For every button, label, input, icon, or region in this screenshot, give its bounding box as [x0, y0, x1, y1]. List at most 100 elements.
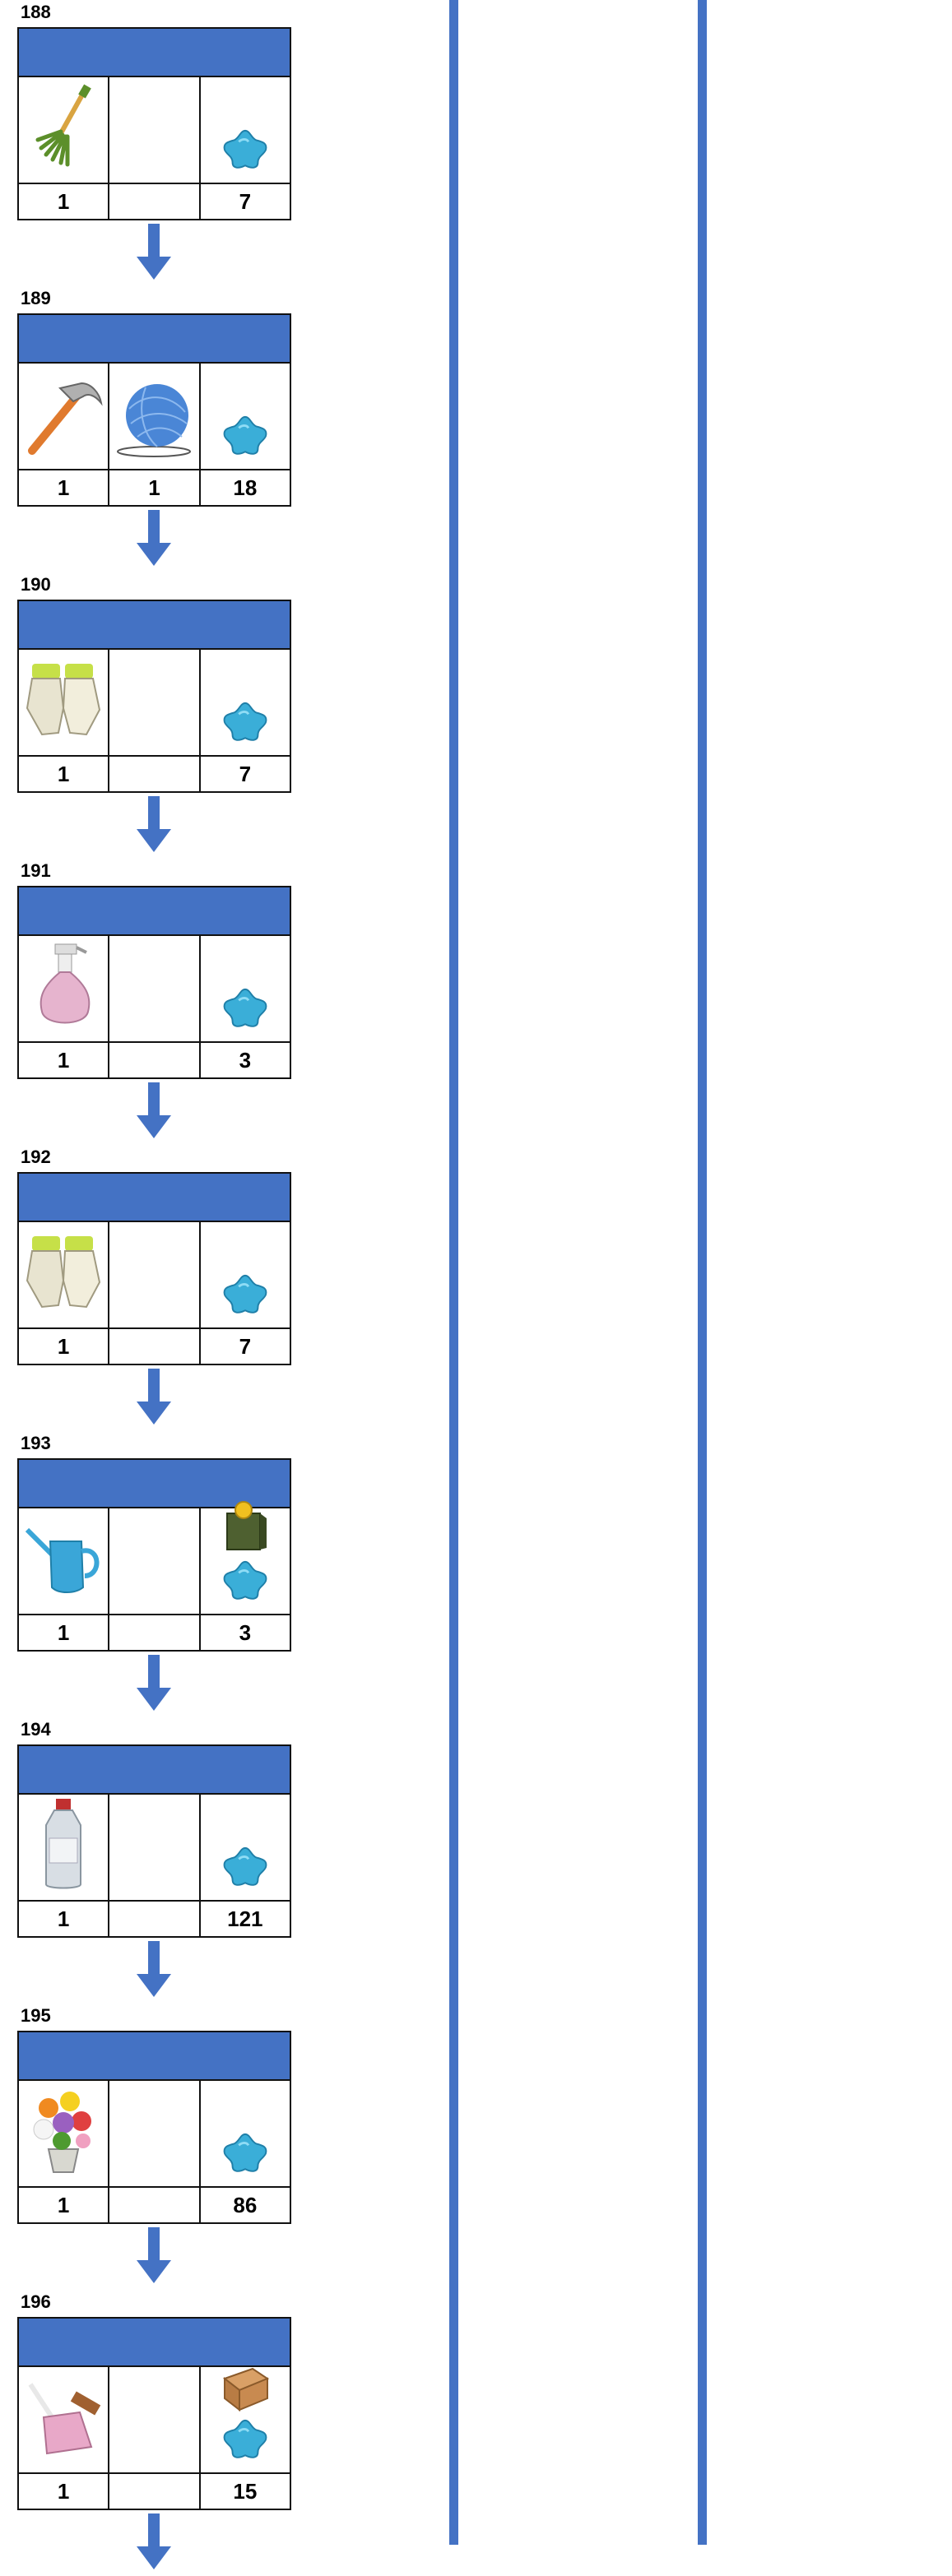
quantity-cell: 7 [239, 1333, 252, 1359]
quantity-cell [109, 757, 201, 791]
recipe-step: 196 1 15 [17, 2290, 292, 2576]
table-header-bar [19, 1460, 290, 1508]
wooden-crate-icon [220, 2362, 271, 2417]
rake-icon [26, 82, 100, 178]
flower-bouquet-icon [24, 2083, 103, 2185]
down-arrow-icon [137, 1941, 171, 1997]
quantity-cell: 1 [19, 2474, 110, 2509]
item-cell [109, 2081, 201, 2186]
item-cell [19, 2367, 110, 2472]
down-arrow-icon [137, 1655, 171, 1711]
blue-star-icon [221, 700, 269, 750]
quantity-cell: 3 [239, 1619, 252, 1645]
item-cell [201, 2367, 290, 2472]
down-arrow-icon [137, 2513, 171, 2569]
quantity-cell: 1 [19, 757, 110, 791]
blue-star-icon [221, 414, 269, 464]
hammer-icon [24, 368, 103, 465]
quantity-row: 1 121 [19, 1902, 290, 1936]
item-cell [201, 936, 290, 1041]
quantity-cell: 1 [19, 1329, 110, 1364]
quantity-cell: 1 [19, 1902, 110, 1936]
down-arrow-icon [137, 796, 171, 852]
step-number: 188 [21, 2, 51, 22]
item-cell [19, 1222, 110, 1327]
step-number: 195 [21, 2005, 51, 2026]
down-arrow-icon [137, 1369, 171, 1425]
quantity-cell [109, 1902, 201, 1936]
column-divider-1 [449, 0, 458, 2545]
item-cell [19, 936, 110, 1041]
icon-row [19, 77, 290, 184]
item-cell [109, 1222, 201, 1327]
blue-star-icon [221, 1559, 269, 1609]
item-cell [201, 1222, 290, 1327]
quantity-cell: 1 [109, 470, 201, 505]
blue-star-icon [221, 2417, 269, 2467]
item-cell [109, 2367, 201, 2472]
icon-row [19, 936, 290, 1043]
watering-can-icon [22, 1522, 104, 1601]
item-cell [109, 1508, 201, 1614]
step-number: 189 [21, 288, 51, 308]
blue-star-icon [221, 1272, 269, 1323]
item-cell [19, 2081, 110, 2186]
recipe-step: 194 1 121 [17, 1717, 292, 2004]
table-header-bar [19, 887, 290, 936]
item-cell [19, 1508, 110, 1614]
step-number: 193 [21, 1433, 51, 1453]
item-cell [109, 650, 201, 755]
yarn-ball-icon [113, 376, 195, 464]
item-cell [201, 364, 290, 469]
blue-star-icon [221, 1845, 269, 1895]
item-cell [201, 1795, 290, 1900]
table-header-bar [19, 2032, 290, 2081]
spray-bottle-icon [30, 941, 96, 1037]
recipe-step: 195 1 86 [17, 2004, 292, 2290]
quantity-cell: 121 [227, 1906, 263, 1931]
item-cell [109, 1795, 201, 1900]
quantity-cell: 1 [19, 1615, 110, 1650]
icon-row [19, 1795, 290, 1902]
icon-row [19, 650, 290, 757]
gloves-icon [22, 659, 104, 747]
quantity-row: 1 15 [19, 2474, 290, 2509]
quantity-cell: 86 [233, 2192, 258, 2217]
icon-row [19, 2081, 290, 2188]
quantity-cell [109, 1615, 201, 1650]
down-arrow-icon [137, 2227, 171, 2283]
table-header-bar [19, 2319, 290, 2367]
item-cell [109, 364, 201, 469]
item-cell [201, 650, 290, 755]
step-number: 194 [21, 1719, 51, 1740]
quantity-cell: 7 [239, 188, 252, 214]
quantity-cell: 15 [233, 2478, 258, 2504]
cleaner-bottle-icon [35, 1797, 92, 1898]
down-arrow-icon [137, 510, 171, 566]
table-header-bar [19, 1174, 290, 1222]
quantity-cell: 1 [19, 2188, 110, 2222]
quantity-cell [109, 1043, 201, 1077]
step-number: 196 [21, 2291, 51, 2312]
step-number: 190 [21, 574, 51, 595]
quantity-row: 1 86 [19, 2188, 290, 2222]
quantity-cell: 18 [233, 475, 258, 500]
quantity-cell [109, 2188, 201, 2222]
table-header-bar [19, 601, 290, 650]
